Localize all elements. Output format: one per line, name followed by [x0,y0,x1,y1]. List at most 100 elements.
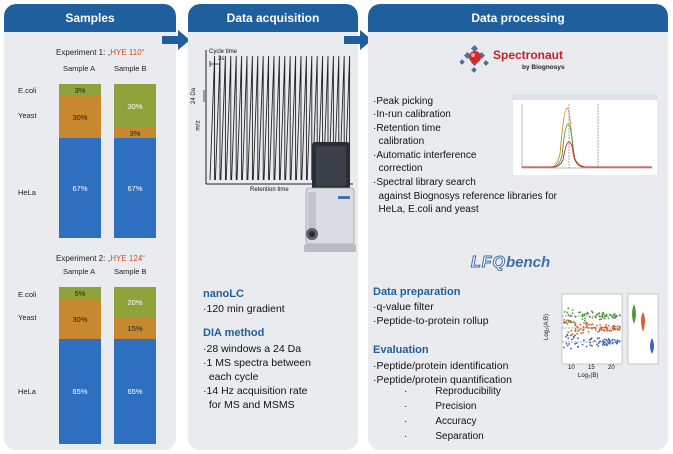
exp1-col-sample-a: Sample A [63,64,96,73]
scatter-point [608,329,611,332]
spectronaut-name: Spectronaut [493,48,564,62]
samples-panel: Samples Experiment 1: „HYE 110“ Sample A… [4,4,176,450]
proc-step-1: ·Peak picking [373,96,434,107]
scatter-point [598,337,600,339]
nanolc-line-1: ·120 min gradient [203,303,285,315]
scatter-point [618,340,621,342]
scatter-point [590,323,592,326]
scatter-point [587,327,590,329]
scatter-point [583,322,585,324]
scatter-point [591,344,593,347]
exp1-a-ecoli-segment: 3% [59,84,101,96]
spectronaut-by: by Biognosys [522,64,565,71]
scatter-point [596,313,598,316]
scatter-x-label: Log₂(B) [578,373,599,379]
scatter-point [610,314,612,316]
exp2-b-ecoli-segment: 20% [114,287,156,317]
scatter-point [597,345,600,347]
scatter-point [582,339,585,342]
scatter-point [566,319,568,322]
proc-step-6: correction [373,163,423,174]
scatter-point [584,319,586,322]
dia-line-3: each cycle [203,371,259,383]
scatter-point [565,342,568,345]
scatter-point [585,326,588,328]
evaluation-title: Evaluation [373,344,429,356]
scatter-point [607,342,610,344]
processing-header: Data processing [368,4,668,32]
proc-step-3: ·Retention time [373,123,441,134]
exp2-b-yeast-segment: 15% [114,317,156,339]
proc-step-4: calibration [373,136,425,147]
proc-step-8: against Biognosys reference libraries fo… [373,191,557,202]
scatter-point [615,342,618,345]
scatter-point [568,343,571,345]
scatter-xtick-15: 15 [588,365,595,371]
scatter-point [586,325,589,327]
dia-line-4: ·14 Hz acquisition rate [203,385,308,397]
dia-window-sawtooth [209,55,351,181]
eval-line-2: ·Peptide/protein quantification [373,374,512,386]
scatter-point [570,347,572,350]
exp2-row-ecoli: E.coli [18,290,37,299]
exp2-row-yeast: Yeast [18,313,37,322]
scatter-point [585,312,588,315]
scatter-point [596,324,598,327]
eval-line-1: ·Peptide/protein identification [373,360,509,372]
scatter-point [607,338,610,340]
proc-step-2: ·In-run calibration [373,109,451,120]
scatter-point [609,342,611,345]
scatter-point [571,309,574,311]
flow-arrow-icon [162,30,190,50]
prep-line-2: ·Peptide-to-protein rollup [373,315,489,327]
scatter-point [571,333,574,336]
exp2-a-yeast-segment: 30% [59,299,101,339]
scatter-point [614,317,616,319]
scatter-point [580,332,583,335]
scatter-point [614,341,617,343]
scatter-point [582,331,585,334]
scatter-point [612,325,614,327]
scatter-point [594,329,597,331]
scatter-point [603,317,606,320]
cycle-time-label: Cycle time [209,49,238,55]
scatter-point [565,335,567,338]
dia-method-title: DIA method [203,327,265,339]
dia-line-5: for MS and MSMS [203,399,295,411]
scatter-point [581,313,584,316]
scatter-point [578,329,581,331]
scatter-point [584,317,586,320]
exp1-row-hela: HeLa [18,188,36,197]
scatter-point [600,318,603,321]
dia-line-1: ·28 windows a 24 Da [203,343,302,355]
lfqbench-logo: LFQbench [471,254,551,272]
exp1-b-yeast-segment: 3% [114,128,156,138]
scatter-point [583,314,586,316]
scatter-point [570,321,573,324]
exp1-a-hela-segment: 67% [59,138,101,238]
scatter-point [581,343,584,346]
scatter-point [569,314,572,317]
scatter-point [606,328,609,331]
scatter-point [574,343,577,345]
scatter-point [605,326,608,328]
scatter-point [597,342,600,344]
exp1-a-yeast-segment: 30% [59,96,101,138]
scatter-point [616,340,619,342]
scatter-point [618,314,621,316]
scatter-point [602,328,605,331]
scatter-point [611,342,614,344]
scatter-point [567,319,570,322]
scatter-point [563,311,566,313]
scatter-point [577,346,580,348]
scatter-point [572,321,575,323]
scatter-point [591,310,593,313]
scatter-point [613,328,616,331]
scatter-point [591,317,594,319]
scatter-point [605,338,607,341]
scatter-point [603,338,606,341]
scatter-point [593,340,596,342]
scatter-point [601,313,604,315]
scatter-point [569,321,572,324]
lfqbench-scatter-plot [561,293,659,365]
